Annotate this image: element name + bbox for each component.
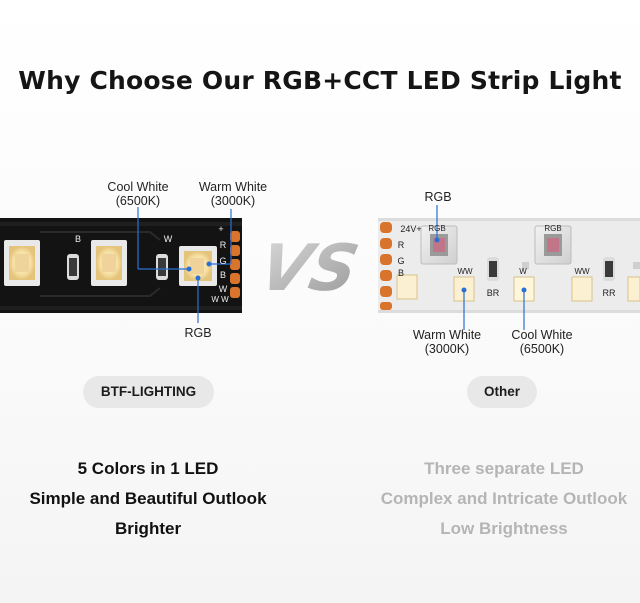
right-chip-mark-w: W (519, 267, 527, 276)
right-cool-white-label: Cool White (6500K) (511, 328, 573, 356)
feature-left-1: 5 Colors in 1 LED (77, 459, 219, 478)
brand-pill-btf-lighting: BTF-LIGHTING (83, 376, 214, 408)
right-rgb-chip-1 (420, 225, 458, 265)
page-title: Why Choose Our RGB+CCT LED Strip Light (18, 66, 622, 95)
left-led-chip-2 (91, 240, 127, 286)
right-rgb-label: RGB (424, 190, 452, 204)
left-pad-label-b: B (219, 270, 226, 280)
left-pad-label-plus: + (218, 224, 224, 234)
right-chip-mark-rgb-1: RGB (428, 224, 446, 233)
feature-right-2: Complex and Intricate Outlook (380, 489, 628, 508)
features-left: 5 Colors in 1 LED Simple and Beautiful O… (0, 454, 308, 544)
vs-text: VS (253, 232, 364, 306)
features-right: Three separate LED Complex and Intricate… (344, 454, 640, 544)
left-pad-label-w: W (218, 284, 228, 294)
right-chip-mark-ww-2: WW (574, 267, 590, 276)
left-pad-label-g: G (219, 256, 227, 266)
left-pad-label-ww: W W (211, 295, 229, 304)
left-pad-label-r: R (219, 240, 227, 250)
left-led-chip-1 (4, 240, 40, 286)
left-chip-mark-w: W (163, 234, 173, 244)
left-led-strip (0, 207, 242, 323)
feature-left-3: Brighter (114, 519, 182, 538)
right-copper-pads (380, 222, 392, 310)
right-resistors (487, 257, 640, 281)
left-resistors (67, 254, 168, 280)
left-copper-pads (230, 231, 240, 298)
feature-left-2: Simple and Beautiful Outlook (29, 489, 267, 508)
right-pointer-lines (434, 205, 527, 330)
right-chip-mark-ww-1: WW (457, 267, 473, 276)
left-rgb-label: RGB (184, 326, 212, 340)
right-chip-mark-rr: RR (602, 288, 616, 298)
left-chip-mark-b: B (74, 234, 81, 244)
feature-right-3: Low Brightness (440, 519, 568, 538)
right-rgb-chip-2 (534, 225, 572, 265)
right-pad-label-24v: 24V+ (400, 224, 422, 234)
right-pad-label-b: B (397, 268, 404, 278)
left-pointer-lines (137, 207, 232, 323)
right-led-strip (378, 205, 640, 330)
right-chip-mark-br: BR (486, 288, 500, 298)
brand-pill-other: Other (467, 376, 537, 408)
left-cool-white-label: Cool White (6500K) (107, 180, 169, 208)
right-pad-label-g: G (397, 256, 405, 266)
feature-right-1: Three separate LED (424, 459, 584, 478)
right-white-leds (396, 274, 640, 302)
right-pad-label-r: R (397, 240, 405, 250)
right-chip-mark-rgb-2: RGB (544, 224, 562, 233)
left-warm-white-label: Warm White (3000K) (198, 180, 268, 208)
vs-mark: VS (253, 232, 364, 306)
right-warm-white-label: Warm White (3000K) (412, 328, 482, 356)
